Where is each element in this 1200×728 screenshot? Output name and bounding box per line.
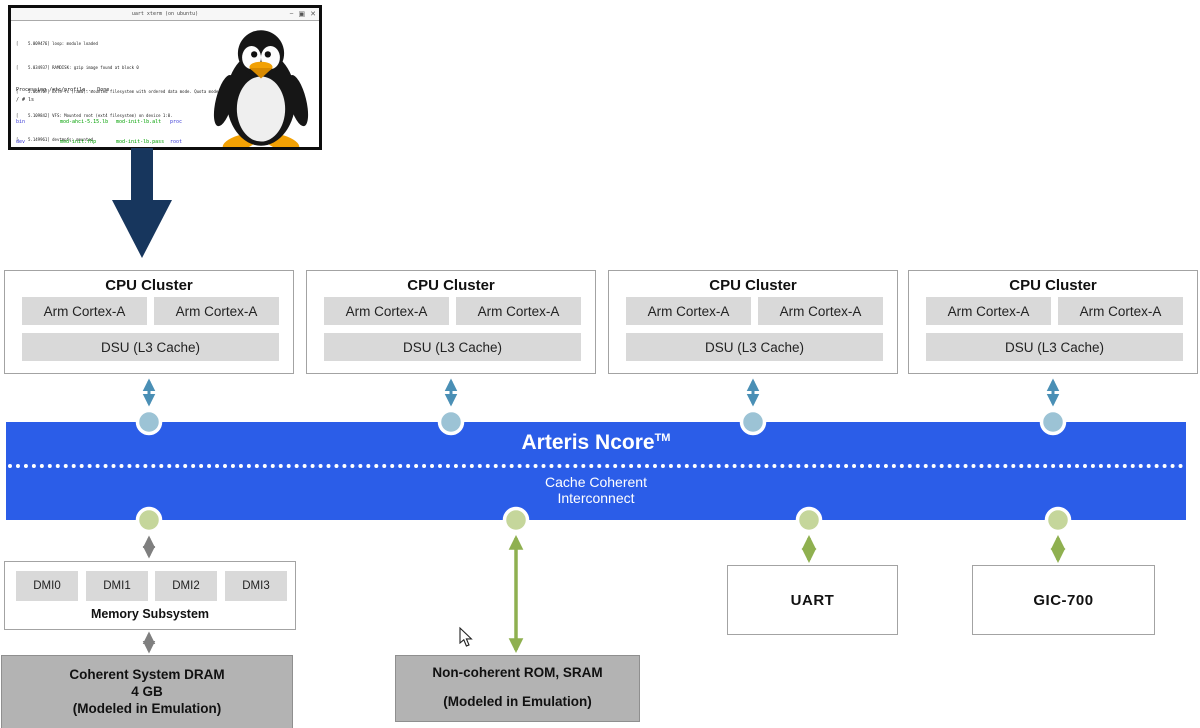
mouse-cursor-icon [459,626,473,647]
dotted-divider [8,464,1184,468]
dsu-box: DSU (L3 Cache) [626,333,883,361]
cpu-cluster-3: CPU Cluster Arm Cortex-A Arm Cortex-A DS… [608,270,898,374]
cluster-title: CPU Cluster [407,277,495,294]
dmi-box: DMI2 [155,571,217,601]
minimize-icon[interactable]: − [289,10,294,18]
spacer [396,681,639,693]
dsu-box: DSU (L3 Cache) [324,333,581,361]
cluster-title: CPU Cluster [1009,277,1097,294]
dsu-box: DSU (L3 Cache) [22,333,279,361]
arm-core-box: Arm Cortex-A [154,297,279,325]
close-icon[interactable]: ✕ [310,10,316,18]
arm-core-box: Arm Cortex-A [626,297,751,325]
kernel-log: [ 5.009476] loop: module loaded [ 5.0349… [16,24,245,147]
ncore-interconnect-bar: Arteris NcoreTM Cache Coherent Interconn… [6,422,1186,520]
cluster-title: CPU Cluster [709,277,797,294]
dmi-box: DMI3 [225,571,287,601]
log-line: [ 5.149961] devtmpfs: mounted [16,137,94,142]
trademark-mark: TM [654,432,671,444]
cpu-cluster-2: CPU Cluster Arm Cortex-A Arm Cortex-A DS… [306,270,596,374]
dmi-box: DMI1 [86,571,148,601]
arm-core-box: Arm Cortex-A [324,297,449,325]
interconnect-subtitle: Cache Coherent Interconnect [545,474,647,506]
arm-core-box: Arm Cortex-A [456,297,581,325]
arm-core-box: Arm Cortex-A [22,297,147,325]
log-line: [ 5.109842] VFS: Mounted root (ext4 file… [16,113,173,118]
terminal-body: [ 5.009476] loop: module loaded [ 5.0349… [11,21,319,147]
memory-subsystem-box: DMI0 DMI1 DMI2 DMI3 Memory Subsystem [4,561,296,630]
log-line: [ 5.034937] RAMDISK: gzip image found at… [16,65,139,70]
cluster-title: CPU Cluster [105,277,193,294]
uart-box: UART [727,565,898,635]
coherent-dram-box: Coherent System DRAM 4 GB (Modeled in Em… [1,655,293,728]
cpu-cluster-1: CPU Cluster Arm Cortex-A Arm Cortex-A DS… [4,270,294,374]
terminal-titlebar: uart xterm (on ubuntu) − ▣ ✕ [11,8,319,21]
cpu-cluster-4: CPU Cluster Arm Cortex-A Arm Cortex-A DS… [908,270,1198,374]
dsu-box: DSU (L3 Cache) [926,333,1183,361]
processing-line: Processing /etc/profile... Done [16,87,110,93]
dmi-box: DMI0 [16,571,78,601]
arm-core-box: Arm Cortex-A [1058,297,1183,325]
shell-prompt: / # ls [16,97,35,103]
window-controls: − ▣ ✕ [289,8,316,20]
arm-core-box: Arm Cortex-A [758,297,883,325]
noncoherent-rom-sram-box: Non-coherent ROM, SRAM (Modeled in Emula… [395,655,640,722]
tux-penguin-logo [213,30,309,147]
terminal-title: uart xterm (on ubuntu) [131,11,199,17]
memory-subsystem-label: Memory Subsystem [90,607,210,621]
boot-flow-arrow [112,148,172,258]
log-line: [ 5.009476] loop: module loaded [16,41,98,46]
maximize-icon[interactable]: ▣ [298,10,306,18]
uart-terminal-window: uart xterm (on ubuntu) − ▣ ✕ [ 5.009476]… [8,5,322,150]
arm-core-box: Arm Cortex-A [926,297,1051,325]
interconnect-title: Arteris NcoreTM [521,431,671,454]
gic-700-box: GIC-700 [972,565,1155,635]
